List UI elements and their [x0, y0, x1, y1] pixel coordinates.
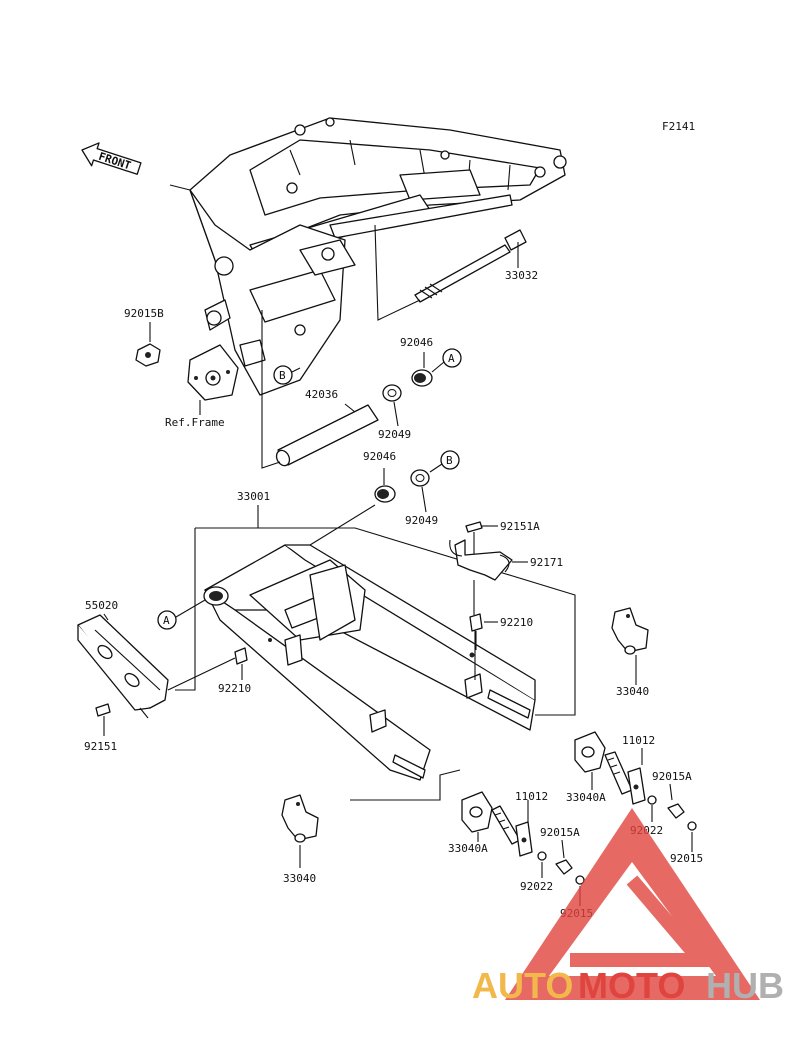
label-11012-left: 11012 [515, 790, 548, 803]
watermark-part-hub: HUB [706, 965, 784, 1006]
callout-a-lower: A [157, 599, 206, 630]
clamp-92171 [449, 539, 528, 615]
screw-92151 [95, 703, 111, 736]
adjuster-block-33040A-right [574, 731, 606, 790]
label-92151: 92151 [84, 740, 117, 753]
collar-92049-lower [410, 463, 443, 513]
chain-adjuster-92015A-left [515, 821, 533, 857]
chain-guard-55020 [77, 613, 236, 719]
label-33001: 33001 [237, 490, 270, 503]
automotohub-watermark-logo [505, 808, 760, 1000]
screw-92151A [465, 521, 498, 560]
label-92015-right: 92015 [670, 852, 703, 865]
collar-92049-upper [382, 384, 402, 427]
label-92210-left: 92210 [218, 682, 251, 695]
label-42036: 42036 [305, 388, 338, 401]
nut-92015-right [667, 803, 697, 852]
label-11012-right: 11012 [622, 734, 655, 747]
chain-adjuster-92015A-right [627, 767, 646, 805]
adjuster-block-33040A-left [461, 791, 493, 842]
diagram-code: F2141 [662, 120, 695, 133]
label-92015A-right: 92015A [652, 770, 692, 783]
front-direction-arrow-icon: FRONT [81, 142, 142, 175]
label-92049-lower: 92049 [405, 514, 438, 527]
label-92046-upper: 92046 [400, 336, 433, 349]
watermark-part-moto: MOTO [578, 965, 685, 1006]
label-92015B: 92015B [124, 307, 164, 320]
nut-92015B [135, 322, 161, 367]
callout-b-lower: B [440, 450, 460, 470]
callout-b-upper: B [273, 365, 301, 385]
label-92171: 92171 [530, 556, 563, 569]
bearing-92046-lower [374, 468, 396, 503]
nut-92015-left [555, 859, 585, 906]
label-92015A-left: 92015A [540, 826, 580, 839]
washer-92022-right [647, 795, 657, 822]
label-92046-lower: 92046 [363, 450, 396, 463]
pivot-shaft-33032 [374, 224, 527, 321]
callout-b-lower-letter: B [446, 454, 453, 467]
watermark-triangle-icon [505, 808, 760, 1000]
ref-frame-label: Ref.Frame [165, 416, 225, 429]
label-33040-right: 33040 [616, 685, 649, 698]
automotohub-watermark-text: AUTO MOTO HUB [472, 965, 784, 1006]
label-92022-left: 92022 [520, 880, 553, 893]
watermark-part-auto: AUTO [472, 965, 573, 1006]
callout-b-upper-letter: B [279, 369, 286, 382]
sleeve-42036 [261, 310, 379, 469]
label-33040-left: 33040 [283, 872, 316, 885]
callout-a-lower-letter: A [163, 614, 170, 627]
label-33032: 33032 [505, 269, 538, 282]
callout-a-upper-letter: A [448, 352, 455, 365]
label-55020: 55020 [85, 599, 118, 612]
front-tag-label: FRONT [97, 150, 133, 173]
washer-92022-left [537, 851, 547, 878]
collar-92210-right [469, 613, 498, 650]
frame-assembly [169, 117, 567, 401]
chain-adjuster-plate-33040-left [281, 794, 319, 868]
label-92210-right: 92210 [500, 616, 533, 629]
callout-a-upper: A [442, 348, 462, 368]
label-33040A-right: 33040A [566, 791, 606, 804]
chain-adjuster-plate-33040-right [611, 607, 649, 685]
swingarm-33001 [175, 504, 576, 801]
label-33040A-left: 33040A [448, 842, 488, 855]
collar-92210-left [234, 647, 248, 680]
label-92049-upper: 92049 [378, 428, 411, 441]
bearing-92046-upper [411, 352, 445, 387]
label-92151A: 92151A [500, 520, 540, 533]
